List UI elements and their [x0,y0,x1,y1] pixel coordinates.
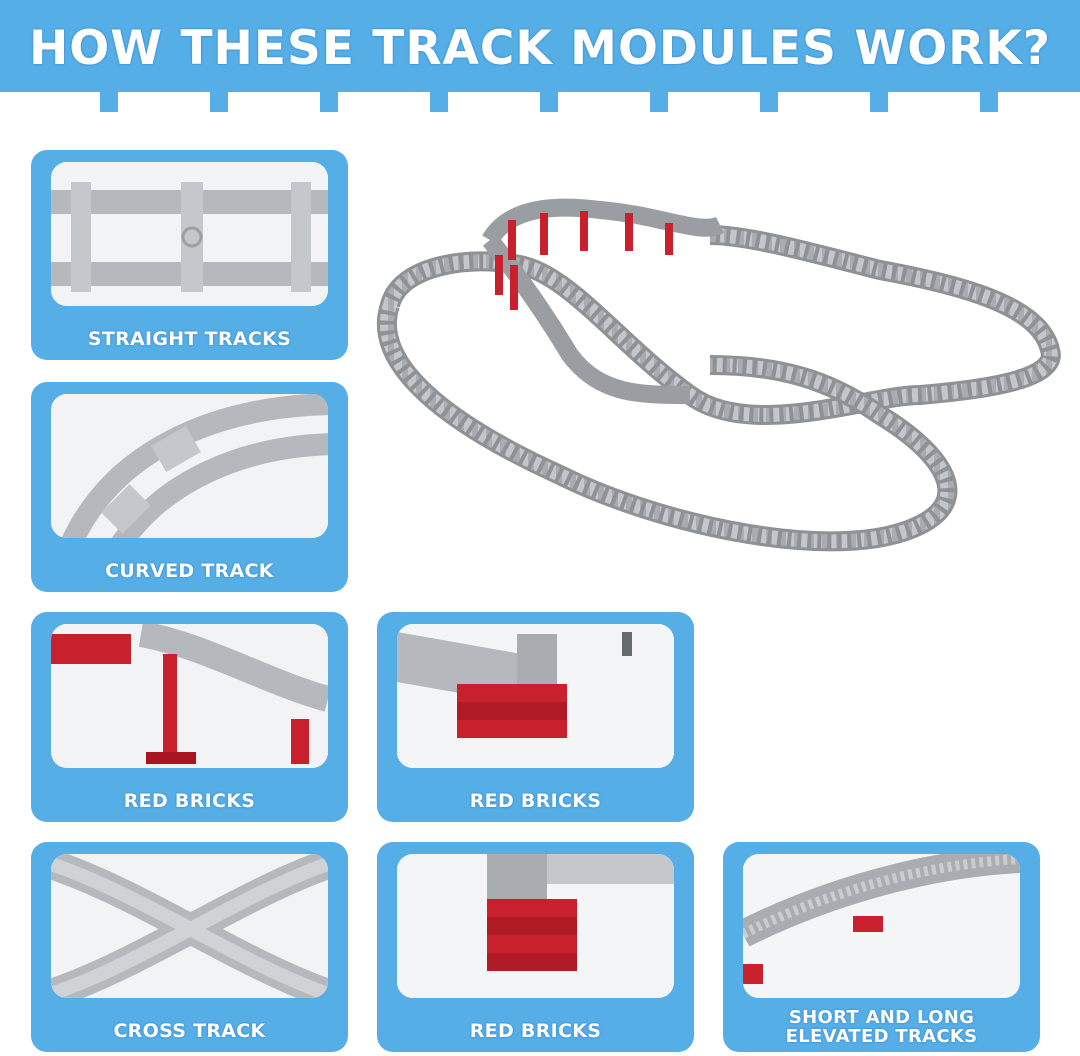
card-elevated-tracks: SHORT AND LONG ELEVATED TRACKS [723,842,1040,1052]
card-label: RED BRICKS [469,1020,602,1042]
card-curved-track: CURVED TRACK [31,382,348,592]
red-pillar-photo [51,624,328,768]
cross-track-photo [51,854,328,998]
card-red-bricks-base: RED BRICKS [377,842,694,1052]
page-title: HOW THESE TRACK MODULES WORK? [28,21,1052,76]
elevated-track-photo [743,854,1020,998]
card-label: STRAIGHT TRACKS [87,328,292,350]
card-cross-track: CROSS TRACK [31,842,348,1052]
card-label: SHORT AND LONG ELEVATED TRACKS [723,1008,1040,1046]
card-label-line-2: ELEVATED TRACKS [785,1026,978,1047]
red-brick-base-photo [397,854,674,998]
curved-track-photo [51,394,328,538]
card-label: RED BRICKS [123,790,256,812]
red-brick-stack-photo [397,624,674,768]
card-label: CROSS TRACK [113,1020,266,1042]
card-red-bricks-stack: RED BRICKS [377,612,694,822]
banner-background [0,0,1080,112]
card-straight-tracks: STRAIGHT TRACKS [31,150,348,360]
hero-track-layout-image [360,165,1080,585]
card-red-bricks-pillar: RED BRICKS [31,612,348,822]
straight-track-photo [51,162,328,306]
card-label: RED BRICKS [469,790,602,812]
card-label-line-1: SHORT AND LONG [788,1007,975,1028]
card-label: CURVED TRACK [105,560,274,582]
header-banner: HOW THESE TRACK MODULES WORK? [0,0,1080,120]
